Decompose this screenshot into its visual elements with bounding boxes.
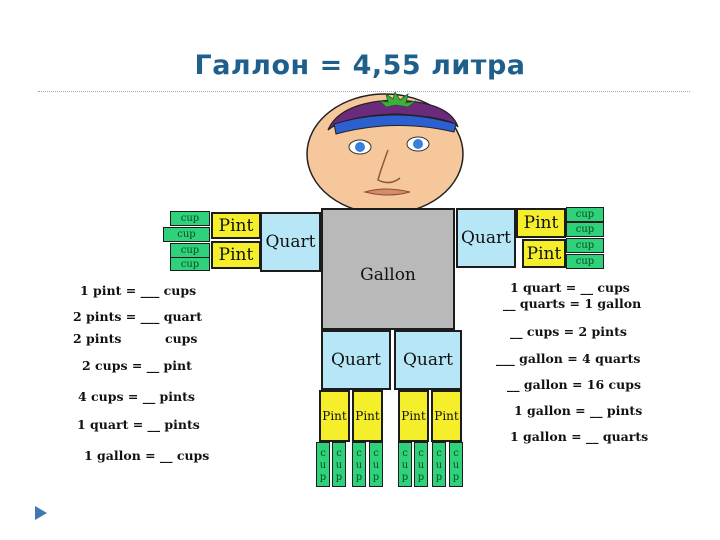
leg-pint-3: Pint (398, 390, 429, 442)
right-leg-quart: Quart (394, 330, 462, 390)
left-question-7: 1 gallon = __ cups (84, 448, 210, 463)
right-question-7: 1 gallon = __ quarts (510, 429, 649, 444)
right-question-4: ___ gallon = 4 quarts (496, 351, 641, 366)
left-arm-cup-2: cup (163, 227, 210, 242)
pompom (378, 92, 417, 108)
boy-head-illustration (306, 92, 464, 215)
title-divider (38, 91, 690, 92)
right-arm-pint-1: Pint (516, 208, 566, 238)
nose (377, 149, 401, 184)
body-gallon: Gallon (321, 208, 455, 330)
right-question-1: 1 quart = __ cups (510, 280, 630, 295)
left-question-3: 2 pints cups (73, 331, 198, 346)
right-question-2: __ quarts = 1 gallon (503, 296, 642, 311)
left-question-5: 4 cups = __ pints (78, 389, 195, 404)
leg-pint-4: Pint (431, 390, 462, 442)
right-arm-cup-2: cup (566, 222, 604, 237)
right-question-3: __ cups = 2 pints (510, 324, 627, 339)
right-arm-quart: Quart (456, 208, 516, 268)
left-arm-pint-2: Pint (211, 241, 261, 269)
right-arm-cup-1: cup (566, 207, 604, 222)
leg-pint-2: Pint (352, 390, 383, 442)
left-question-1: 1 pint = ___ cups (80, 283, 197, 298)
left-leg-quart: Quart (321, 330, 391, 390)
left-arm-cup-4: cup (170, 257, 210, 271)
right-question-6: 1 gallon = __ pints (514, 403, 643, 418)
left-arm-cup-3: cup (170, 243, 210, 258)
slide-title: Галлон = 4,55 литра (194, 50, 526, 81)
right-arm-pint-2: Pint (522, 239, 566, 268)
left-arm-cup-1: cup (170, 211, 210, 226)
right-arm-cup-3: cup (566, 238, 604, 253)
right-arm-cup-4: cup (566, 254, 604, 269)
headband (333, 114, 457, 135)
left-question-2: 2 pints = ___ quart (73, 309, 203, 324)
left-question-6: 1 quart = __ pints (77, 417, 200, 432)
left-arm-quart: Quart (260, 212, 321, 272)
right-question-5: __ gallon = 16 cups (507, 377, 642, 392)
triangle-right-icon (35, 506, 47, 520)
leg-pint-1: Pint (319, 390, 350, 442)
mouth (363, 188, 411, 196)
left-question-4: 2 cups = __ pint (82, 358, 192, 373)
left-arm-pint-1: Pint (211, 212, 261, 239)
